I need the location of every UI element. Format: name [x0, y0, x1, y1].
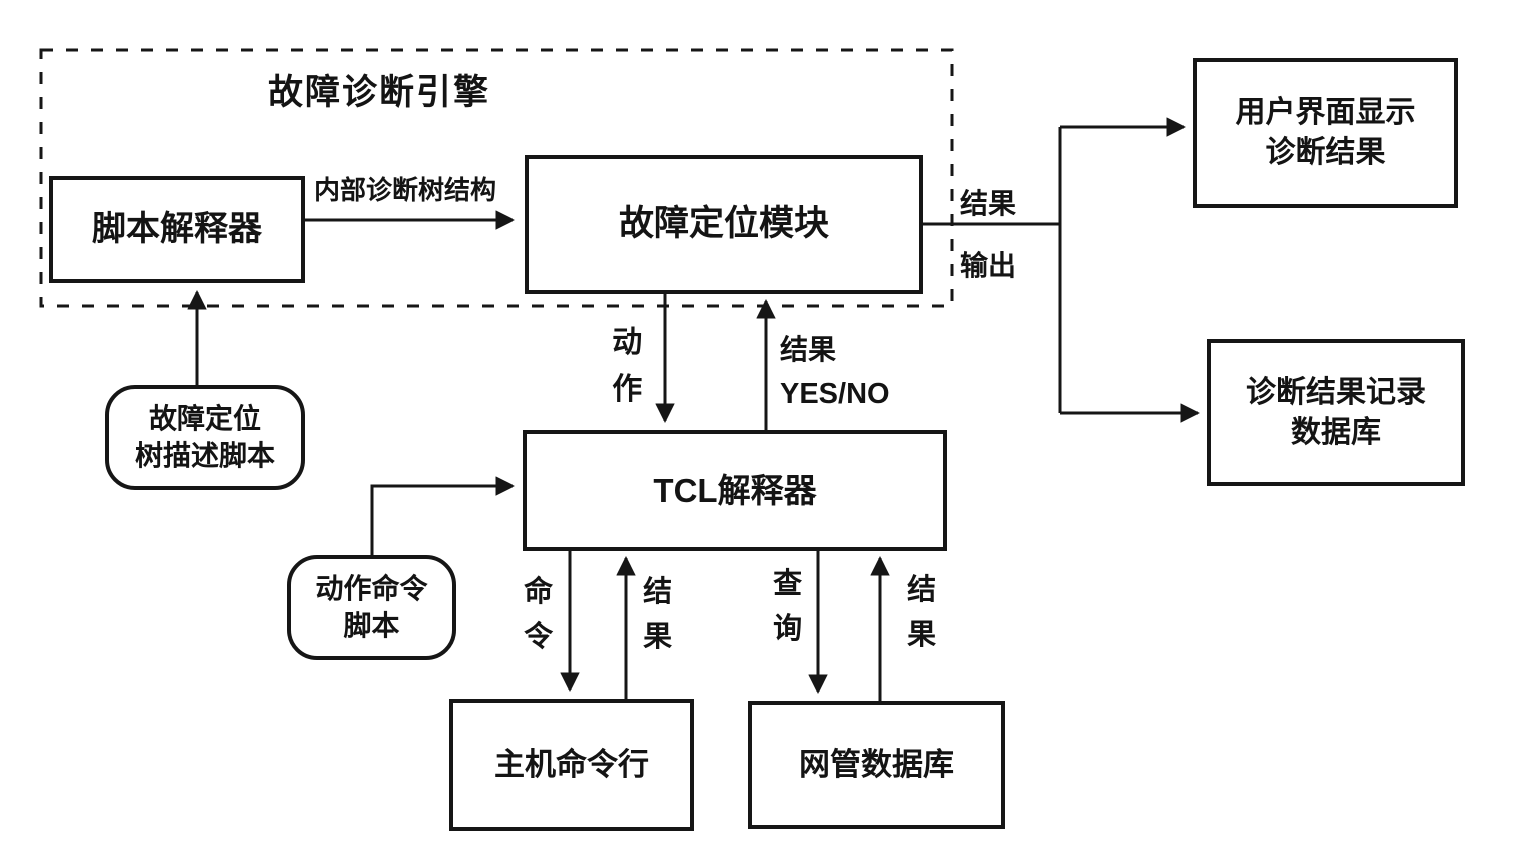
ui-display-label-line1: 用户界面显示 — [1235, 96, 1416, 130]
fault-location-module-box: 故障定位模块 — [525, 155, 923, 294]
tcl-interpreter-box: TCL解释器 — [523, 430, 947, 551]
ui-display-box: 用户界面显示 诊断结果 — [1193, 58, 1458, 208]
action-script-box: 动作命令 脚本 — [287, 555, 456, 660]
nm-database-label: 网管数据库 — [799, 746, 954, 782]
result-output-edge-label: 结果 输出 — [960, 182, 1016, 284]
result-db-label-line2: 数据库 — [1291, 415, 1381, 449]
script-interpreter-box: 脚本解释器 — [49, 176, 305, 283]
action-script-label-line2: 脚本 — [343, 609, 400, 641]
action-edge-label: 动作 — [612, 326, 643, 406]
result-db-label-line1: 诊断结果记录 — [1246, 375, 1426, 409]
nm-database-box: 网管数据库 — [748, 701, 1005, 829]
result-yesno-line2: YES/NO — [780, 378, 890, 410]
internal-tree-edge-label: 内部诊断树结构 — [314, 175, 497, 205]
result-output-line1: 结果 — [960, 188, 1017, 219]
action-script-label-line1: 动作命令 — [315, 572, 428, 604]
edge-action-script — [370, 476, 515, 557]
ui-display-label-line2: 诊断结果 — [1265, 136, 1386, 169]
engine-group-title: 故障诊断引擎 — [268, 73, 491, 112]
db-result-edge-label: 结果 — [907, 574, 937, 651]
result-yesno-edge-label: 结果 YES/NO — [780, 328, 890, 411]
fault-tree-script-box: 故障定位 树描述脚本 — [105, 385, 305, 490]
fault-tree-script-label-line2: 树描述脚本 — [134, 439, 275, 471]
fault-tree-script-label-line1: 故障定位 — [148, 402, 261, 434]
engine-group-border — [39, 48, 954, 308]
host-cmdline-box: 主机命令行 — [449, 699, 694, 831]
result-output-line2: 输出 — [960, 250, 1017, 281]
result-db-box: 诊断结果记录 数据库 — [1207, 339, 1465, 486]
host-cmdline-label: 主机命令行 — [494, 746, 649, 782]
result-yesno-line1: 结果 — [780, 334, 837, 365]
fault-location-module-label: 故障定位模块 — [618, 204, 829, 244]
tcl-interpreter-label: TCL解释器 — [653, 471, 817, 509]
query-edge-label: 查询 — [773, 568, 803, 645]
host-result-edge-label: 结果 — [643, 576, 673, 653]
script-interpreter-label: 脚本解释器 — [92, 210, 262, 249]
command-edge-label: 命令 — [524, 576, 554, 653]
